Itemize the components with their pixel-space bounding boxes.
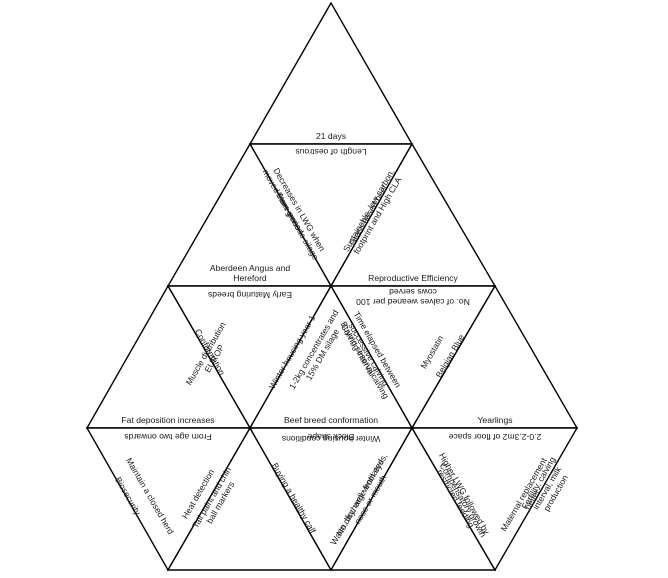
edge-label-21-days: 21 days — [316, 131, 346, 141]
edge-label-beef-breed-conformation: Beef breed conformation — [284, 415, 378, 425]
edge-label-block-shape: Block shape — [307, 432, 354, 442]
edge-label-yearlings: Yearlings — [477, 415, 512, 425]
edge-label-length-of-oestrous: Length of oestrous — [295, 147, 366, 157]
edge-label-2-0-2-3m2-of-floor-space: 2.0-2.3m2 of floor space — [448, 432, 541, 442]
puzzle-triangle-1 — [248, 1, 414, 145]
edge-label-reproductive-efficiency: Reproductive Efficiency — [368, 273, 458, 283]
triangle-outlines — [85, 1, 579, 572]
edge-label-no-of-calves-weaned-per-100-cows-served: No. of calves weaned per 100cows served — [356, 287, 470, 307]
edge-label-from-age-two-onwards: From age two onwards — [124, 432, 211, 442]
edge-label-early-maturing-breeds: Early Maturing breeds — [208, 290, 292, 300]
edge-label-fat-deposition-increases: Fat deposition increases — [121, 415, 214, 425]
edge-label-winter-housing-conditions: Winter housing conditions — [282, 434, 380, 444]
puzzle-triangle-14 — [410, 427, 579, 572]
